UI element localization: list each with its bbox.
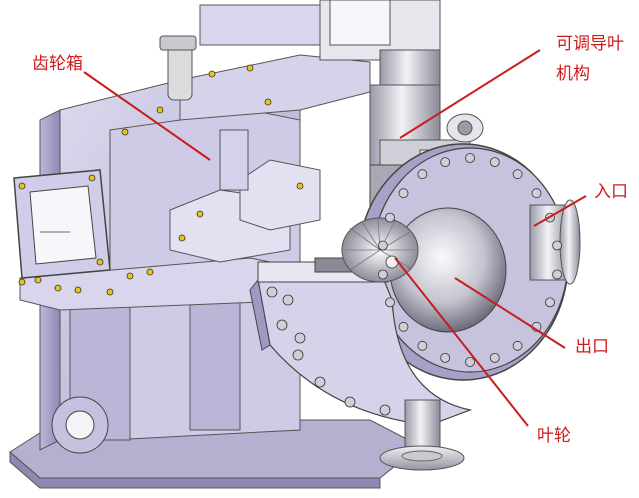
shell-bolt-icon bbox=[292, 349, 304, 361]
label-impeller: 叶轮 bbox=[537, 426, 571, 446]
gearbox-bolt-icon bbox=[156, 106, 164, 114]
flange-bolt-icon bbox=[489, 352, 500, 363]
gearbox-bolt-icon bbox=[196, 210, 204, 218]
leader-lines bbox=[83, 49, 587, 427]
flange-bolt-icon bbox=[385, 297, 395, 308]
flange-bolt-icon bbox=[552, 269, 562, 280]
shell-bolt-icon bbox=[294, 332, 306, 344]
leader-guide-vane bbox=[399, 49, 541, 139]
shell-bolt-icon bbox=[379, 404, 391, 416]
flange-bolt-icon bbox=[417, 340, 428, 351]
flange-bolt-icon bbox=[398, 321, 409, 332]
label-guide-vane-line2: 机构 bbox=[556, 64, 590, 84]
shell-bolt-icon bbox=[314, 376, 326, 388]
top-cover bbox=[159, 0, 441, 121]
flange-bolt-icon bbox=[545, 297, 555, 308]
flange-bolt-icon bbox=[440, 157, 451, 168]
label-inlet: 入口 bbox=[594, 182, 628, 202]
gearbox-bolt-icon bbox=[106, 288, 114, 296]
leader-inlet bbox=[533, 195, 587, 227]
gearbox-bolt-icon bbox=[121, 128, 129, 136]
shell-bolt-icon bbox=[282, 294, 294, 306]
flange-bolt-icon bbox=[377, 269, 388, 280]
flange-bolt-icon bbox=[489, 157, 500, 168]
gearbox-bolt-icon bbox=[264, 98, 272, 106]
volute-casing bbox=[249, 143, 569, 426]
gearbox-bolt-icon bbox=[54, 284, 62, 292]
flange-bolt-icon bbox=[512, 169, 523, 180]
flange-bolt-icon bbox=[377, 240, 388, 251]
label-guide-vane-line1: 可调导叶 bbox=[556, 34, 624, 54]
outlet-pipe bbox=[379, 399, 465, 471]
flange-bolt-icon bbox=[385, 212, 395, 223]
leader-impeller bbox=[394, 257, 529, 427]
bolts bbox=[18, 64, 562, 416]
gearbox-bolt-icon bbox=[246, 64, 254, 72]
flange-bolt-icon bbox=[552, 240, 562, 251]
gearbox-bolt-icon bbox=[74, 286, 82, 294]
gearbox-bolt-icon bbox=[88, 174, 96, 182]
gearbox-bolt-icon bbox=[18, 182, 26, 190]
gearbox-bolt-icon bbox=[96, 258, 104, 266]
flange-bolt-icon bbox=[398, 188, 409, 199]
gearbox-bolt-icon bbox=[34, 276, 42, 284]
gearbox-bolt-icon bbox=[126, 272, 134, 280]
gearbox-bolt-icon bbox=[146, 268, 154, 276]
shell-bolt-icon bbox=[266, 286, 278, 298]
shell-bolt-icon bbox=[344, 396, 356, 408]
flange-bolt-icon bbox=[440, 352, 451, 363]
gearbox-bolt-icon bbox=[178, 234, 186, 242]
flange-bolt-icon bbox=[512, 340, 523, 351]
leader-gearbox bbox=[83, 71, 211, 161]
gearbox-bolt-icon bbox=[296, 182, 304, 190]
flange-bolt-icon bbox=[465, 357, 475, 367]
flange-bolt-icon bbox=[417, 169, 428, 180]
gearbox-bolt-icon bbox=[18, 278, 26, 286]
shell-bolt-icon bbox=[276, 319, 288, 331]
label-outlet: 出口 bbox=[575, 337, 609, 357]
gearbox-bolt-icon bbox=[208, 70, 216, 78]
flange-bolt-icon bbox=[531, 188, 542, 199]
label-gearbox: 齿轮箱 bbox=[32, 54, 83, 74]
leader-outlet bbox=[454, 277, 566, 349]
flange-bolt-icon bbox=[465, 153, 475, 163]
